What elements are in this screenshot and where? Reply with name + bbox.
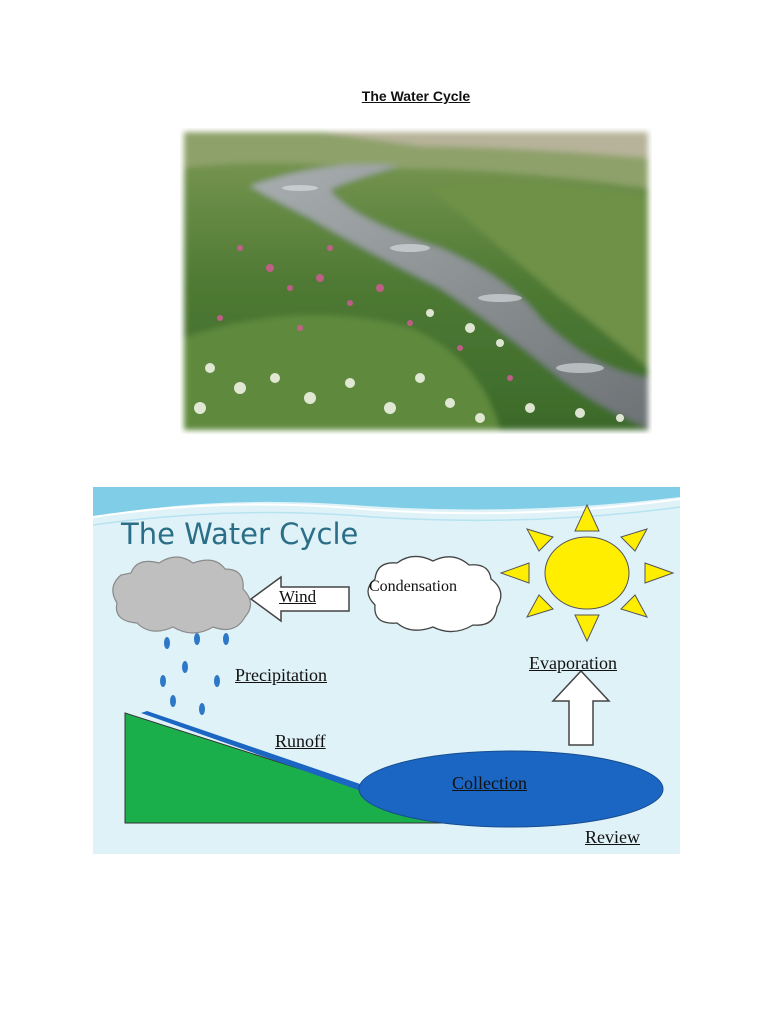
diagram-title: The Water Cycle bbox=[121, 517, 359, 551]
rain-drops bbox=[160, 633, 229, 715]
page-title: The Water Cycle bbox=[361, 88, 471, 104]
wind-label: Wind bbox=[279, 587, 317, 606]
collection-pond bbox=[358, 750, 664, 828]
precipitation-label: Precipitation bbox=[235, 665, 327, 685]
evaporation-arrow-icon bbox=[551, 669, 611, 746]
rain-cloud-icon bbox=[112, 556, 252, 634]
evaporation-label: Evaporation bbox=[529, 653, 617, 673]
review-label: Review bbox=[585, 827, 640, 847]
condensation-cloud-icon bbox=[367, 555, 502, 633]
sun-icon bbox=[499, 503, 675, 643]
condensation-label: Condensation bbox=[369, 578, 457, 595]
collection-label: Collection bbox=[452, 773, 527, 793]
stream-meadow-photo bbox=[180, 128, 652, 434]
runoff-label: Runoff bbox=[275, 731, 326, 751]
water-cycle-diagram: The Water Cycle Condensation Wind Precip… bbox=[93, 487, 680, 854]
wind-arrow-icon bbox=[249, 575, 350, 623]
